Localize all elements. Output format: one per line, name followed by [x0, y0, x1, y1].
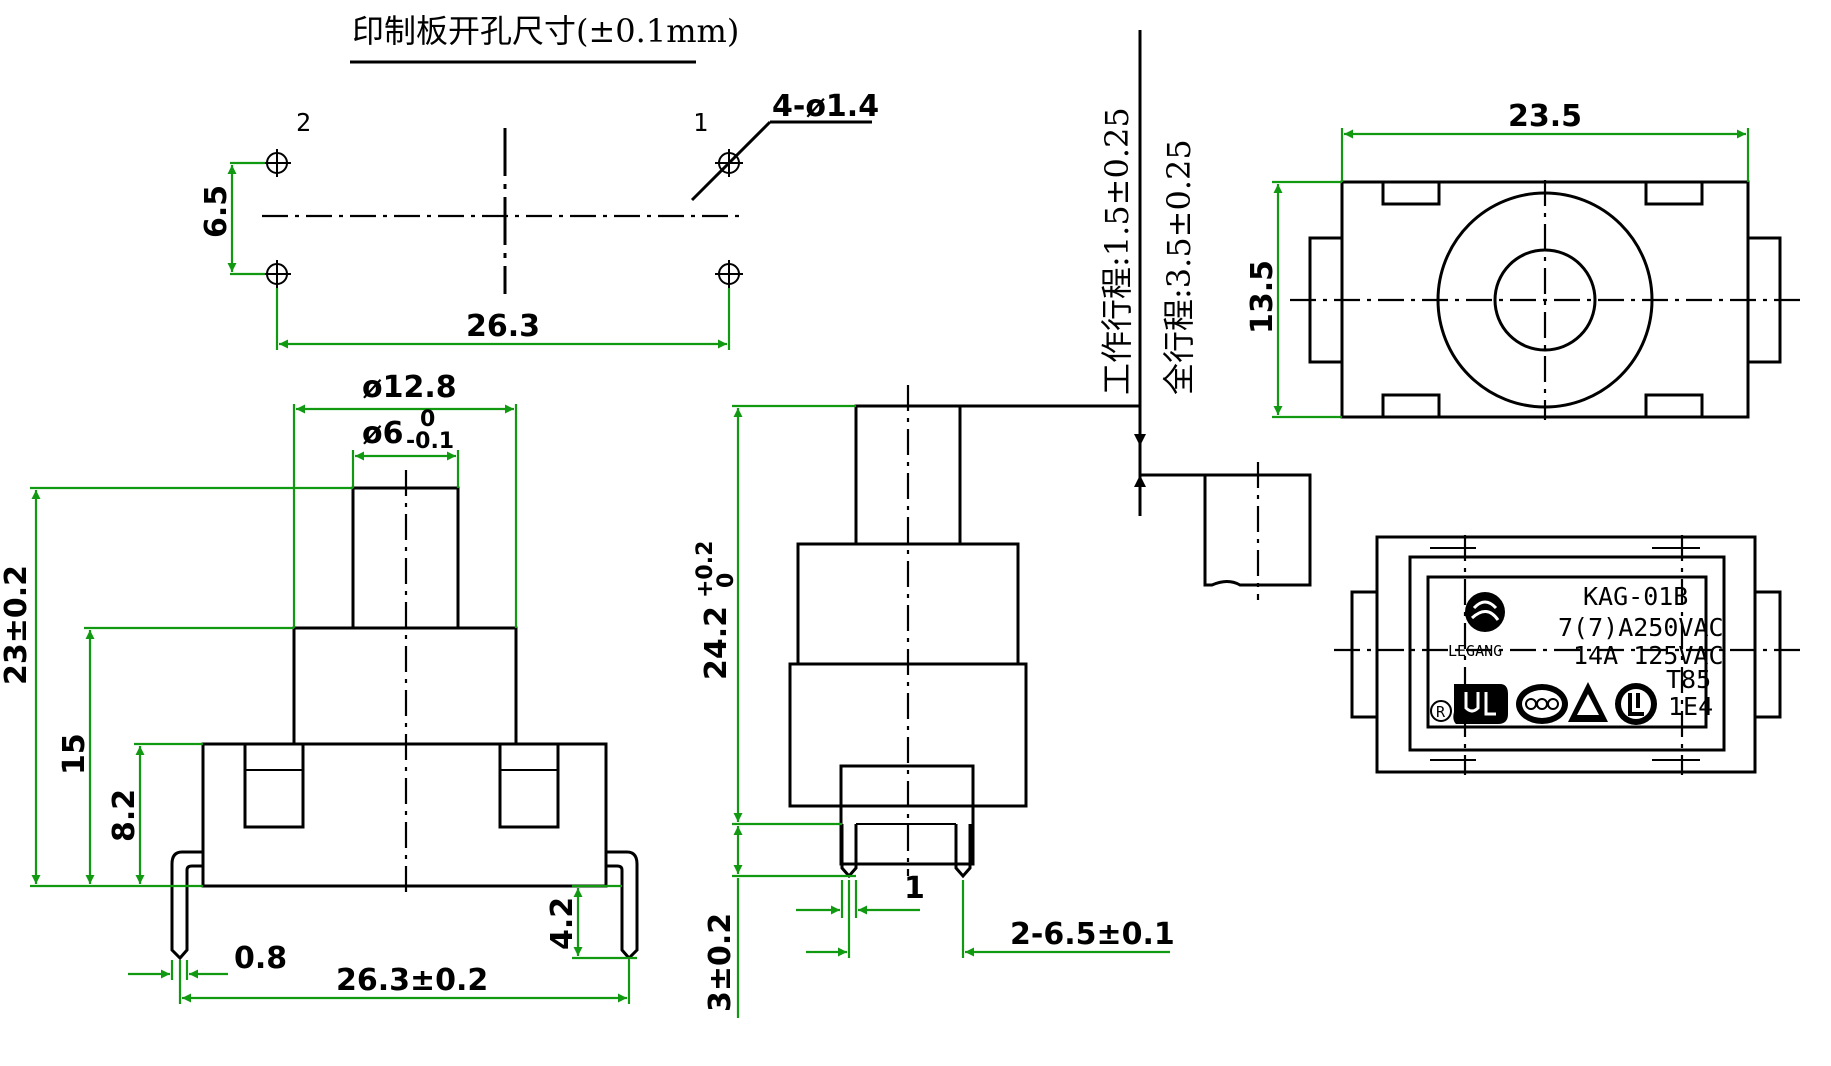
- base-height-label: 8.2: [107, 789, 142, 842]
- base-window-left: [243, 742, 305, 829]
- ccc-mark-icon: [1516, 684, 1568, 724]
- pin-offset-label: 1: [904, 871, 925, 906]
- overall-height-label: 24.2: [699, 606, 734, 680]
- terminal-span-label: 26.3±0.2: [336, 963, 488, 998]
- plunger-tol-lower: -0.1: [406, 429, 454, 454]
- hole-spec-label: 4-ø1.4: [772, 89, 879, 124]
- pcb-hole: [263, 260, 291, 288]
- total-height-label: 23±0.2: [0, 565, 34, 685]
- brand-logo-icon: [1465, 592, 1505, 632]
- ul-mark-icon: [1453, 684, 1508, 724]
- terminal-width-label: 0.8: [234, 941, 287, 976]
- overall-tol-lower: 0: [714, 573, 739, 588]
- top-view: 23.5 13.5: [1245, 99, 1806, 420]
- endurance-rating: 1E4: [1668, 692, 1713, 721]
- rating-line-2: 14A 125VAC: [1573, 641, 1724, 670]
- registered-mark-icon: R: [1430, 700, 1452, 722]
- pin-length-label: 3±0.2: [703, 913, 738, 1012]
- pin-pitch-label: 2-6.5±0.1: [1010, 917, 1175, 952]
- terminal-right: [606, 850, 639, 961]
- terminal-length-label: 4.2: [545, 897, 580, 950]
- delta-mark-icon: [1568, 682, 1608, 722]
- model-number: KAG-01B: [1583, 582, 1688, 611]
- pin-label-1: 1: [693, 108, 708, 137]
- panel-title: 印制板开孔尺寸(±0.1mm): [352, 12, 739, 50]
- base-window-right: [498, 742, 560, 829]
- hole-spec-leader: [690, 120, 772, 202]
- row-pitch-label: 6.5: [199, 185, 234, 238]
- pin-label-2: 2: [296, 108, 311, 137]
- ce-mark-icon: [1615, 683, 1657, 725]
- pcb-hole-layout: 印制板开孔尺寸(±0.1mm) 2 1 4-ø1.4 6.5 26.3: [199, 12, 879, 350]
- side-pin-right: [954, 824, 972, 879]
- plunger-dia-label: ø6: [362, 416, 403, 451]
- pcb-hole: [263, 149, 291, 177]
- working-travel-label: 工作行程:1.5±0.25: [1098, 107, 1136, 395]
- pcb-hole: [715, 260, 743, 288]
- top-width-label: 23.5: [1508, 99, 1582, 134]
- base-outline: [201, 742, 608, 888]
- label-view: LEGANG KAG-01B 7(7)A250VAC 14A 125VAC T8…: [1334, 535, 1800, 775]
- side-view: 工作行程:1.5±0.25 全行程:3.5±0.25 24.2 +0.2 0 3…: [693, 30, 1312, 1018]
- top-height-label: 13.5: [1245, 260, 1280, 334]
- side-pin-left: [840, 824, 858, 879]
- step-height-label: 15: [57, 733, 92, 775]
- side-bottom-block: [839, 764, 975, 866]
- plunger-tol-upper: 0: [420, 407, 435, 432]
- terminal-left: [170, 850, 203, 961]
- pin-span-label: 26.3: [466, 309, 540, 344]
- label-plate: [1426, 575, 1708, 729]
- registered-mark-letter: R: [1436, 703, 1446, 721]
- pressed-plunger-outline: [1140, 473, 1312, 587]
- temp-rating: T85: [1666, 665, 1711, 694]
- brand-name: LEGANG: [1448, 642, 1502, 660]
- body-dia-label: ø12.8: [362, 370, 457, 405]
- full-travel-label: 全行程:3.5±0.25: [1160, 139, 1198, 395]
- rating-line-1: 7(7)A250VAC: [1558, 613, 1724, 642]
- overall-tol-upper: +0.2: [693, 541, 718, 598]
- front-view: ø12.8 ø6 0 -0.1 23±0.2 15 8.2 4.2 0.8: [0, 370, 639, 1004]
